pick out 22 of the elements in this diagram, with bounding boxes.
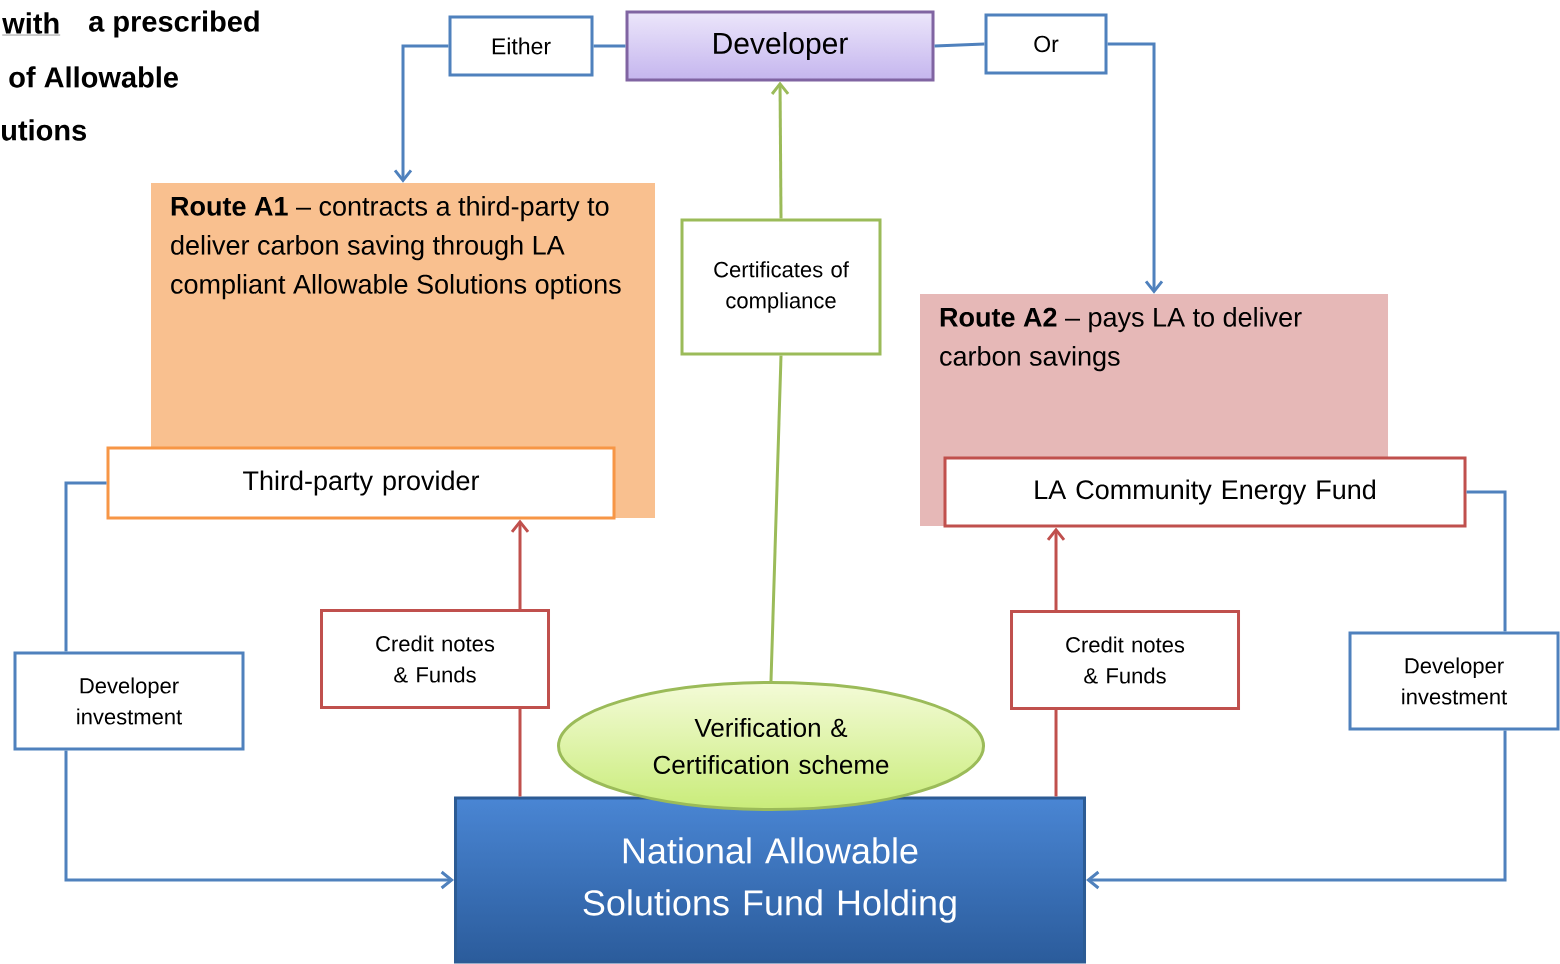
process-box: Developer investment xyxy=(13,651,245,751)
process-box: Third-party provider xyxy=(106,446,616,520)
arrow xyxy=(64,750,454,890)
heading-text: a prescribed xyxy=(89,10,259,38)
title-box: Developer xyxy=(625,10,935,82)
arrow xyxy=(510,519,530,609)
arrow xyxy=(393,44,449,183)
heading-text: with xyxy=(2,12,61,36)
label-box: Or xyxy=(984,13,1108,75)
arrow xyxy=(1086,730,1507,890)
process-box: Credit notes & Funds xyxy=(1010,610,1240,710)
arrow xyxy=(770,81,790,219)
process-box: Credit notes & Funds xyxy=(320,609,550,709)
fund-box: National Allowable Solutions Fund Holding xyxy=(454,796,1086,964)
process-box: Developer investment xyxy=(1348,631,1560,731)
arrow xyxy=(1107,42,1164,294)
process-box: LA Community Energy Fund xyxy=(943,456,1467,528)
label-box: Either xyxy=(448,15,594,77)
process-box: Certificates of compliance xyxy=(680,218,882,356)
heading-text: of Allowable xyxy=(9,66,178,88)
arrow xyxy=(1046,527,1066,610)
heading-text: utions xyxy=(2,119,86,141)
